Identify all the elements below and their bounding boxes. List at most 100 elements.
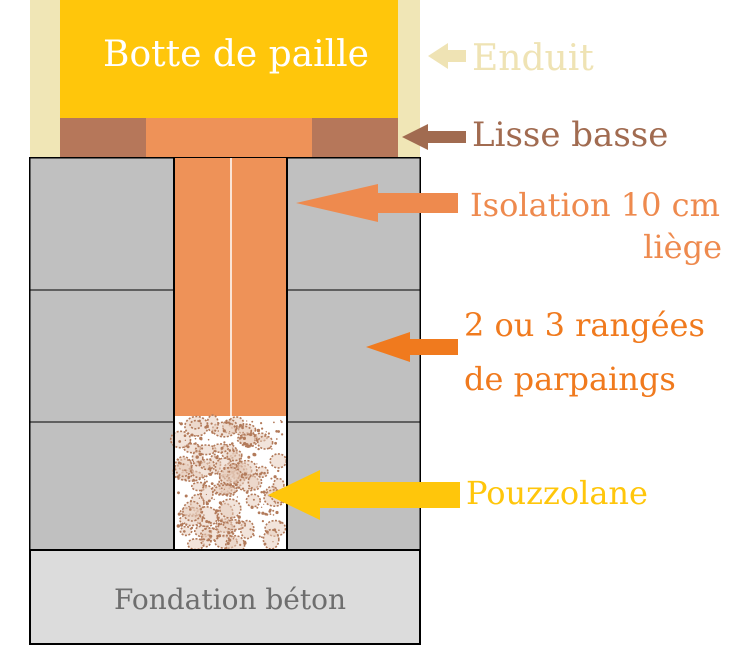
pozzolana-speck (215, 509, 219, 513)
pozzolana-speck (214, 456, 216, 458)
pozzolana-speck (177, 512, 181, 516)
pozzolana-speck (193, 494, 195, 497)
pozzolana-speck (270, 477, 273, 480)
pozzolana-speck (192, 478, 195, 482)
pozzolana-speck (254, 439, 256, 441)
pozzolana-speck (194, 442, 197, 445)
pozzolana-speck (269, 508, 272, 512)
pozzolana-speck (271, 448, 273, 450)
pozzolana-speck (257, 447, 260, 451)
pozzolana-speck (256, 428, 261, 433)
pozzolana-speck (215, 456, 219, 460)
pozzolana-speck (256, 506, 259, 509)
pozzolana-speck (245, 491, 249, 494)
label-insulation-line2: liège (643, 228, 722, 266)
pozzolana-speck (255, 446, 257, 449)
pozzolana-speck (201, 447, 204, 450)
pozzolana-speck (273, 421, 275, 424)
pozzolana-speck (239, 543, 242, 547)
pozzolana-speck (269, 513, 272, 515)
pozzolana-speck (190, 460, 192, 462)
pozzolana-speck (214, 512, 217, 515)
pozzolana-speck (251, 486, 253, 489)
pozzolana-speck (220, 433, 224, 436)
pozzolana-pebble (213, 484, 238, 496)
pozzolana-speck (243, 540, 247, 544)
pozzolana-speck (207, 538, 211, 542)
pozzolana-speck (200, 538, 203, 541)
pozzolana-speck (202, 533, 204, 536)
pozzolana-pebble (189, 419, 203, 430)
pozzolana-speck (204, 527, 207, 531)
pozzolana-speck (232, 485, 235, 488)
label-foundation: Fondation béton (114, 583, 346, 616)
pozzolana-speck (232, 447, 234, 449)
pozzolana-speck (187, 475, 191, 479)
pozzolana-speck (183, 530, 186, 533)
pozzolana-speck (265, 530, 269, 534)
pozzolana-speck (277, 469, 280, 473)
pozzolana-speck (229, 431, 231, 433)
concrete-foundation (29, 549, 421, 645)
pozzolana-speck (279, 521, 282, 524)
pozzolana-speck (265, 431, 267, 433)
pozzolana-speck (178, 440, 182, 443)
pozzolana-speck (243, 472, 247, 476)
pozzolana-speck (280, 419, 282, 422)
pozzolana-speck (263, 503, 265, 505)
pozzolana-speck (257, 511, 261, 515)
sole-plate-right (312, 118, 398, 158)
pozzolana-speck (189, 508, 192, 511)
pozzolana-speck (233, 504, 235, 506)
pozzolana-speck (227, 531, 231, 535)
pozzolana-speck (210, 482, 214, 485)
pozzolana-speck (274, 502, 277, 504)
pozzolana-speck (261, 536, 263, 539)
plaster-right-band (398, 0, 420, 158)
pozzolana-speck (177, 461, 181, 465)
pozzolana-speck (233, 525, 236, 528)
pozzolana-speck (228, 538, 232, 542)
pozzolana-speck (232, 449, 234, 451)
pozzolana-speck (186, 472, 188, 474)
pozzolana-speck (239, 423, 242, 427)
pozzolana-speck (203, 475, 206, 477)
pozzolana-speck (252, 498, 255, 501)
pozzolana-speck (263, 542, 267, 546)
block-left-2 (29, 289, 175, 423)
pozzolana-speck (249, 433, 252, 437)
pozzolana-speck (216, 534, 220, 538)
pozzolana-speck (241, 473, 244, 476)
plaster-left-band (30, 0, 60, 158)
pozzolana-speck (225, 421, 228, 424)
pozzolana-speck (273, 528, 277, 532)
pozzolana-speck (281, 433, 284, 436)
pozzolana-speck (194, 437, 197, 440)
pozzolana-speck (272, 541, 274, 543)
pozzolana-speck (208, 467, 212, 471)
pozzolana-speck (198, 419, 201, 423)
pozzolana-pebble (219, 498, 242, 519)
pozzolana-speck (184, 439, 187, 441)
pozzolana-speck (187, 459, 190, 461)
pozzolana-speck (214, 450, 217, 453)
pozzolana-speck (237, 521, 241, 525)
pozzolana-speck (230, 530, 234, 534)
pozzolana-speck (242, 431, 244, 434)
pozzolana-speck (234, 483, 238, 487)
pozzolana-pebble (236, 433, 258, 446)
pozzolana-speck (217, 518, 220, 521)
arrow-sole-plate (402, 124, 466, 150)
pozzolana-speck (228, 470, 231, 473)
pozzolana-speck (272, 514, 275, 516)
pozzolana-speck (214, 429, 216, 432)
arrow-concrete-blocks (366, 332, 458, 362)
pozzolana-speck (228, 449, 231, 452)
pozzolana-speck (183, 522, 186, 525)
pozzolana-speck (203, 466, 205, 468)
pozzolana-speck (213, 450, 216, 453)
pozzolana-speck (236, 540, 238, 542)
pozzolana-speck (212, 527, 215, 530)
